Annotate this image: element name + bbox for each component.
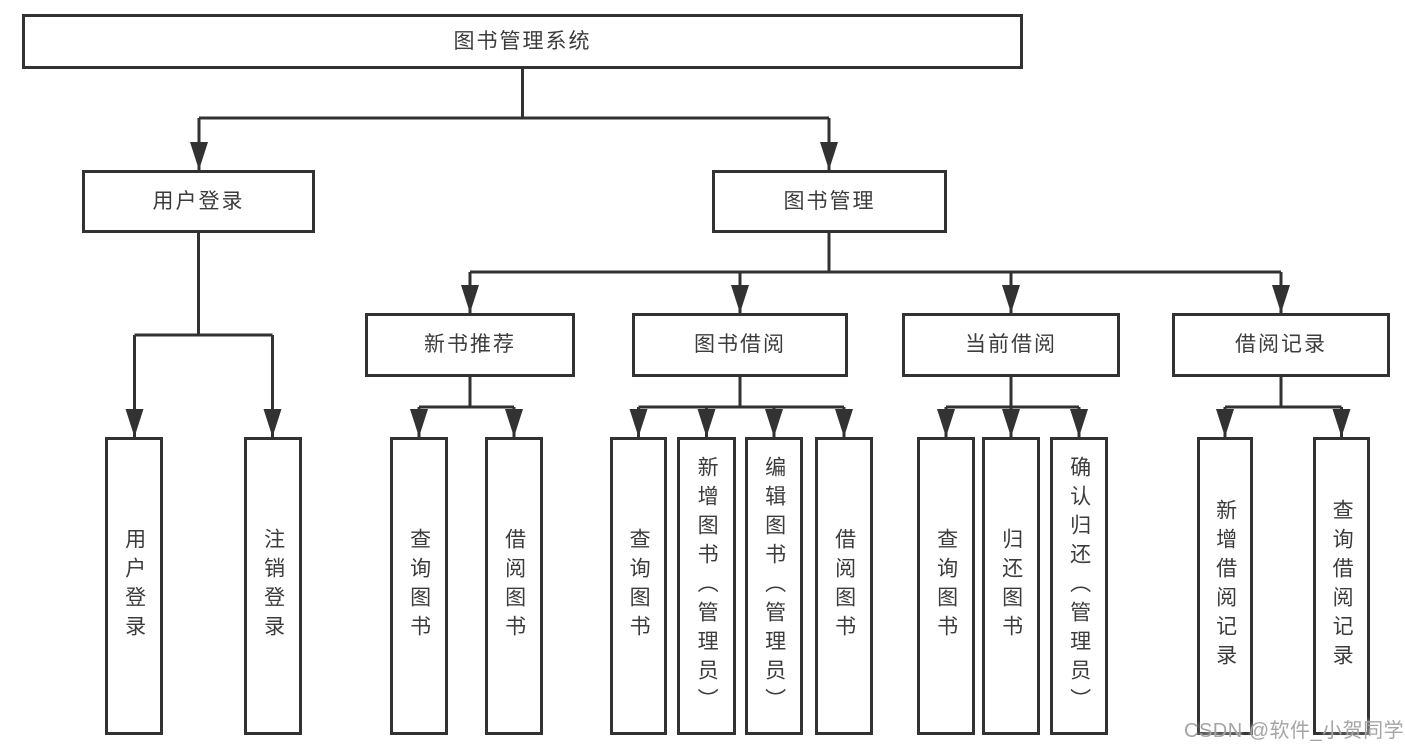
node-current-borrowing: 当前借阅 [902,313,1120,377]
leaf-add-borrow-record: 新增借阅记录 [1197,437,1253,735]
node-user-login: 用户登录 [82,170,315,233]
node-new-book-recommendation: 新书推荐 [365,313,575,377]
node-book-borrowing: 图书借阅 [632,313,848,377]
leaf-add-books-admin: 新增图书（管理员） [677,437,736,735]
node-library-management-system: 图书管理系统 [22,14,1023,69]
leaf-query-borrow-record: 查询借阅记录 [1313,437,1370,735]
leaf-query-books: 查询图书 [390,437,448,735]
csdn-watermark: CSDN @软件_小贺同学 [1184,720,1405,742]
leaf-user-login: 用户登录 [105,437,163,735]
node-borrowing-records: 借阅记录 [1172,313,1390,377]
leaf-return-books: 归还图书 [982,437,1040,735]
leaf-logout: 注销登录 [244,437,302,735]
leaf-edit-books-admin: 编辑图书（管理员） [745,437,803,735]
leaf-query-books: 查询图书 [610,437,667,735]
leaf-borrow-books: 借阅图书 [485,437,543,735]
leaf-borrow-books: 借阅图书 [815,437,873,735]
leaf-query-books: 查询图书 [917,437,975,735]
node-book-management: 图书管理 [712,170,947,233]
leaf-confirm-return-admin: 确认归还（管理员） [1050,437,1108,735]
